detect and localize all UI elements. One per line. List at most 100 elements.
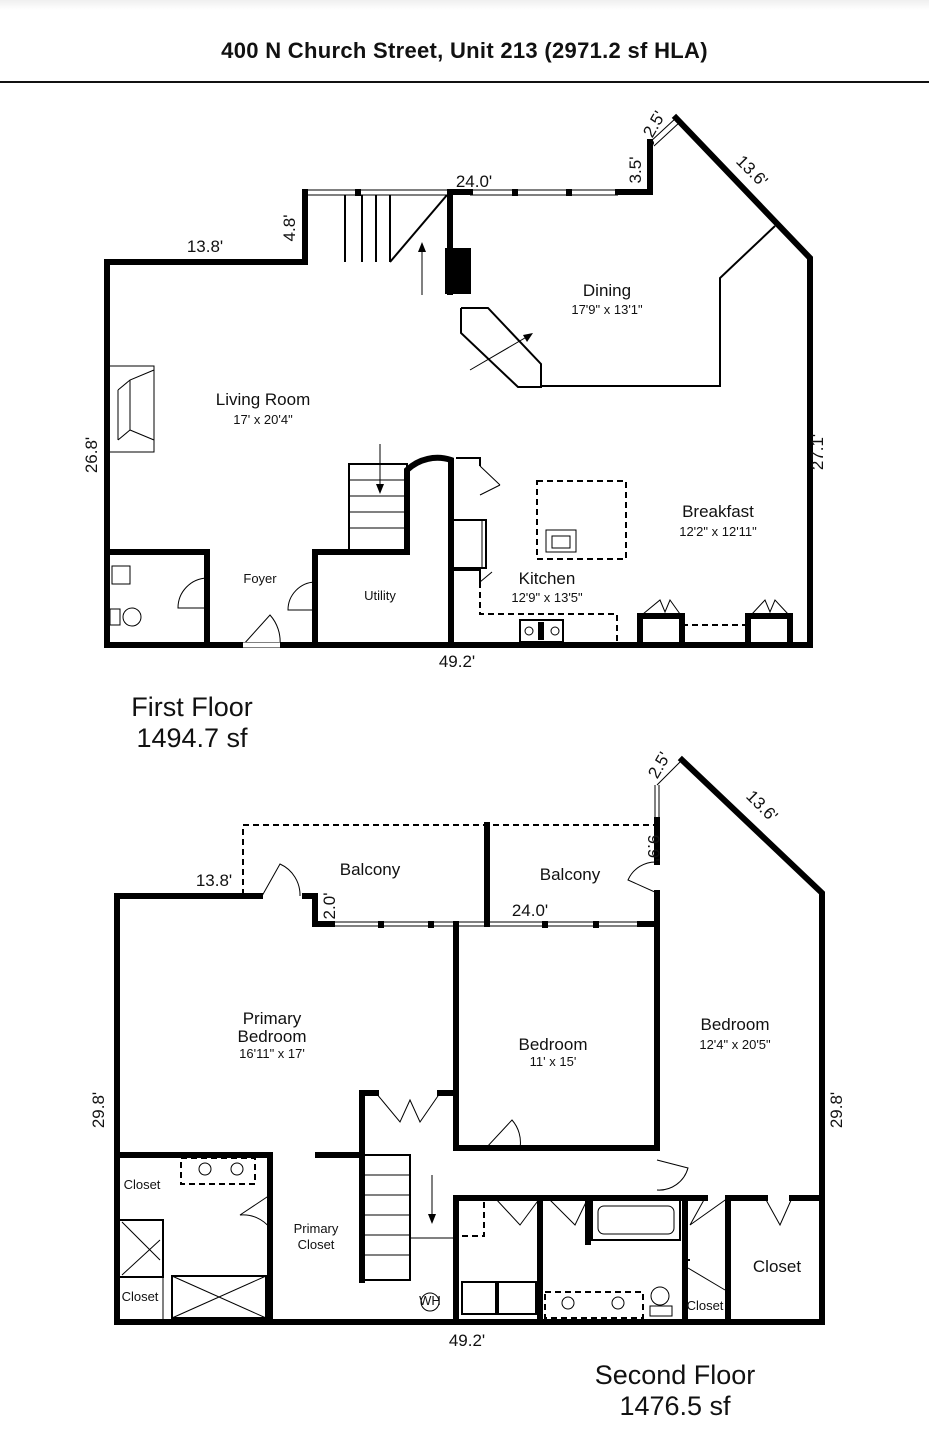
ff-fridge [452,519,487,569]
kitchen-dims: 12'9" x 13'5" [511,590,583,605]
sf-step-wall [302,893,335,927]
ff-dim-bottom: 49.2' [439,652,475,671]
ff-dim-stair: 4.8' [280,215,299,242]
ff-utility-door[interactable] [287,581,316,611]
bedroom-right-label: Bedroom [701,1015,770,1034]
sf-stairs [361,1154,456,1281]
sf-dim-top-mid: 24.0' [512,901,548,920]
ff-stairs-top [344,194,448,295]
ff-dim-top-mid: 24.0' [456,172,492,191]
primary-bedroom-label-line2: Bedroom [238,1027,307,1046]
sf-primary-shower [171,1275,267,1319]
sf-water-heater [420,1292,440,1312]
primary-bedroom-dims: 16'11" x 17' [239,1046,305,1061]
ff-stair-enclosure [404,454,454,648]
ff-island-sink [545,529,577,553]
balcony-right-label: Balcony [540,865,601,884]
sf-balcony-door-right[interactable] [627,861,658,894]
living-room-label: Living Room [216,390,311,409]
second-floor-plan: WH [114,755,825,1325]
sf-closet-right-door[interactable] [764,1197,793,1227]
header-bar: 400 N Church Street, Unit 213 (2971.2 sf… [0,0,929,83]
closet-right-label: Closet [753,1257,801,1276]
dining-label: Dining [583,281,631,300]
ff-sink [111,565,131,585]
primary-bedroom-label-line1: Primary [243,1009,302,1028]
ff-kitchen-counter [479,582,618,643]
sf-notch-wall-b [637,890,660,927]
ff-stairs-mid [348,444,408,551]
ff-stairs-down [460,307,542,388]
living-room-dims: 17' x 20'4" [233,412,293,427]
closet-top-left-label: Closet [124,1177,161,1192]
sf-windows [125,759,683,928]
first-floor-plan [104,113,813,648]
sf-hall-bath-door[interactable] [547,1197,589,1226]
primary-closet-label-line2: Closet [298,1237,335,1252]
sf-balcony-door-left[interactable] [261,863,301,897]
kitchen-label: Kitchen [519,569,576,588]
sf-washer [461,1281,497,1315]
breakfast-label: Breakfast [682,502,754,521]
bedroom-right-dims: 12'4" x 20'5" [699,1037,771,1052]
dining-dims: 17'9" x 13'1" [571,302,643,317]
sf-dim-bottom: 49.2' [449,1331,485,1350]
ff-halfbath-wall [104,549,210,648]
sf-laundry-door[interactable] [494,1197,541,1226]
sf-dim-top-left: 13.8' [196,871,232,890]
breakfast-dims: 12'2" x 12'11" [679,524,757,539]
ff-dining-partition [541,225,776,387]
sf-bath-closets [117,1219,164,1278]
balcony-left-label: Balcony [340,860,401,879]
sf-exterior-wall [114,755,825,1325]
bedroom-mid-label: Bedroom [519,1035,588,1054]
second-floor-label: Second Floor [595,1360,756,1390]
sf-dim-balcony-step: 2.0' [320,893,339,920]
ff-fireplace [107,365,155,453]
sf-bathtub [591,1199,681,1241]
bedroom-mid-dims: 11' x 15' [530,1054,577,1069]
closet-bottom-left-label: Closet [122,1289,159,1304]
sf-bedroom-right-door-bath[interactable] [689,1197,729,1226]
sf-dim-notch: 9.9' [644,835,663,862]
sf-dim-right: 29.8' [827,1092,846,1128]
sf-primary-closet-door[interactable] [239,1194,271,1229]
ff-notch-wall [615,139,653,195]
sf-dim-corner: 2.5' [644,749,674,782]
utility-label: Utility [364,588,396,603]
foyer-label: Foyer [243,571,277,586]
sf-hall-toilet [650,1286,670,1306]
ff-toilet [122,607,142,627]
sf-hall-bath-wall [585,1195,688,1325]
sf-hall-vanity [544,1291,644,1319]
ff-dim-left: 26.8' [82,437,101,473]
second-floor-area: 1476.5 sf [619,1391,731,1421]
closet-small-label: Closet [687,1298,724,1313]
ff-dim-top-left: 13.8' [187,237,223,256]
ff-exterior-wall [104,113,813,648]
sf-small-closet-door[interactable] [687,1267,726,1291]
sf-bedroom-right-door[interactable] [656,1159,689,1191]
ff-utility-wall [312,549,410,648]
sf-primary-closet-doors[interactable] [375,1092,441,1124]
sf-balcony-rail [242,824,657,895]
ff-fireplace-column [445,248,471,294]
ff-top-window [305,117,681,196]
sf-dryer [497,1281,537,1315]
ff-bay-doors [637,598,793,648]
ff-range [519,619,564,643]
ff-kitchen-island [536,480,627,560]
ff-front-door[interactable] [242,614,281,646]
sf-water-heater-label: WH [419,1293,441,1308]
sf-closet-wall [359,1090,379,1283]
page-title: 400 N Church Street, Unit 213 (2971.2 sf… [221,38,708,63]
ff-pantry [456,457,481,466]
first-floor-area: 1494.7 sf [136,723,248,753]
primary-closet-label-line1: Primary [294,1221,339,1236]
sf-dim-left: 29.8' [89,1092,108,1128]
sf-primary-vanity [180,1157,256,1185]
ff-halfbath-door[interactable] [177,577,208,609]
ff-dim-notch: 3.5' [626,157,645,184]
sf-bedroom-mid-door[interactable] [485,1119,521,1149]
